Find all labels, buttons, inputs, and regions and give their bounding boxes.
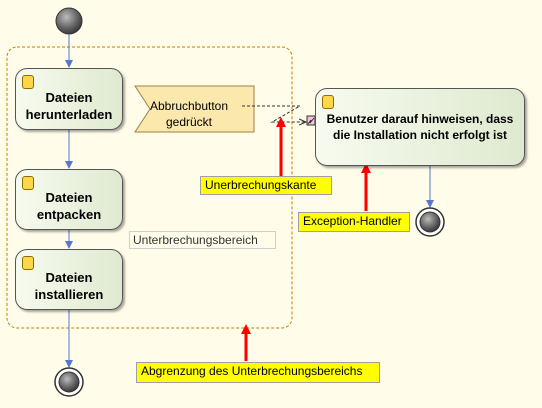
note-region-boundary: Abgrenzung des Unterbrechungsbereichs bbox=[136, 362, 380, 383]
initial-node bbox=[55, 7, 83, 35]
action-install-files: Dateien installieren bbox=[15, 249, 123, 310]
region-label: Unterbrechungsbereich bbox=[129, 231, 276, 249]
action-label: Dateien herunterladen bbox=[25, 90, 113, 122]
interrupting-edge bbox=[242, 105, 306, 122]
action-icon bbox=[22, 176, 34, 190]
action-icon bbox=[322, 95, 334, 109]
final-node-exception bbox=[415, 207, 445, 237]
final-node-main bbox=[54, 367, 84, 397]
action-label: Dateien entpacken bbox=[36, 190, 102, 222]
accept-signal-label: Abbruchbutton gedrückt bbox=[149, 99, 229, 129]
action-icon bbox=[22, 75, 34, 89]
action-label: Benutzer darauf hinweisen, dass die Inst… bbox=[326, 112, 514, 142]
action-notify-user: Benutzer darauf hinweisen, dass die Inst… bbox=[315, 88, 525, 166]
note-interrupt-edge: Unerbrechungskante bbox=[200, 176, 332, 195]
action-icon bbox=[22, 256, 34, 270]
action-unpack-files: Dateien entpacken bbox=[15, 169, 123, 230]
note-exception-handler: Exception-Handler bbox=[298, 212, 410, 232]
action-label: Dateien installieren bbox=[34, 270, 104, 302]
action-download-files: Dateien herunterladen bbox=[15, 68, 123, 130]
accept-signal-shape bbox=[134, 85, 255, 133]
